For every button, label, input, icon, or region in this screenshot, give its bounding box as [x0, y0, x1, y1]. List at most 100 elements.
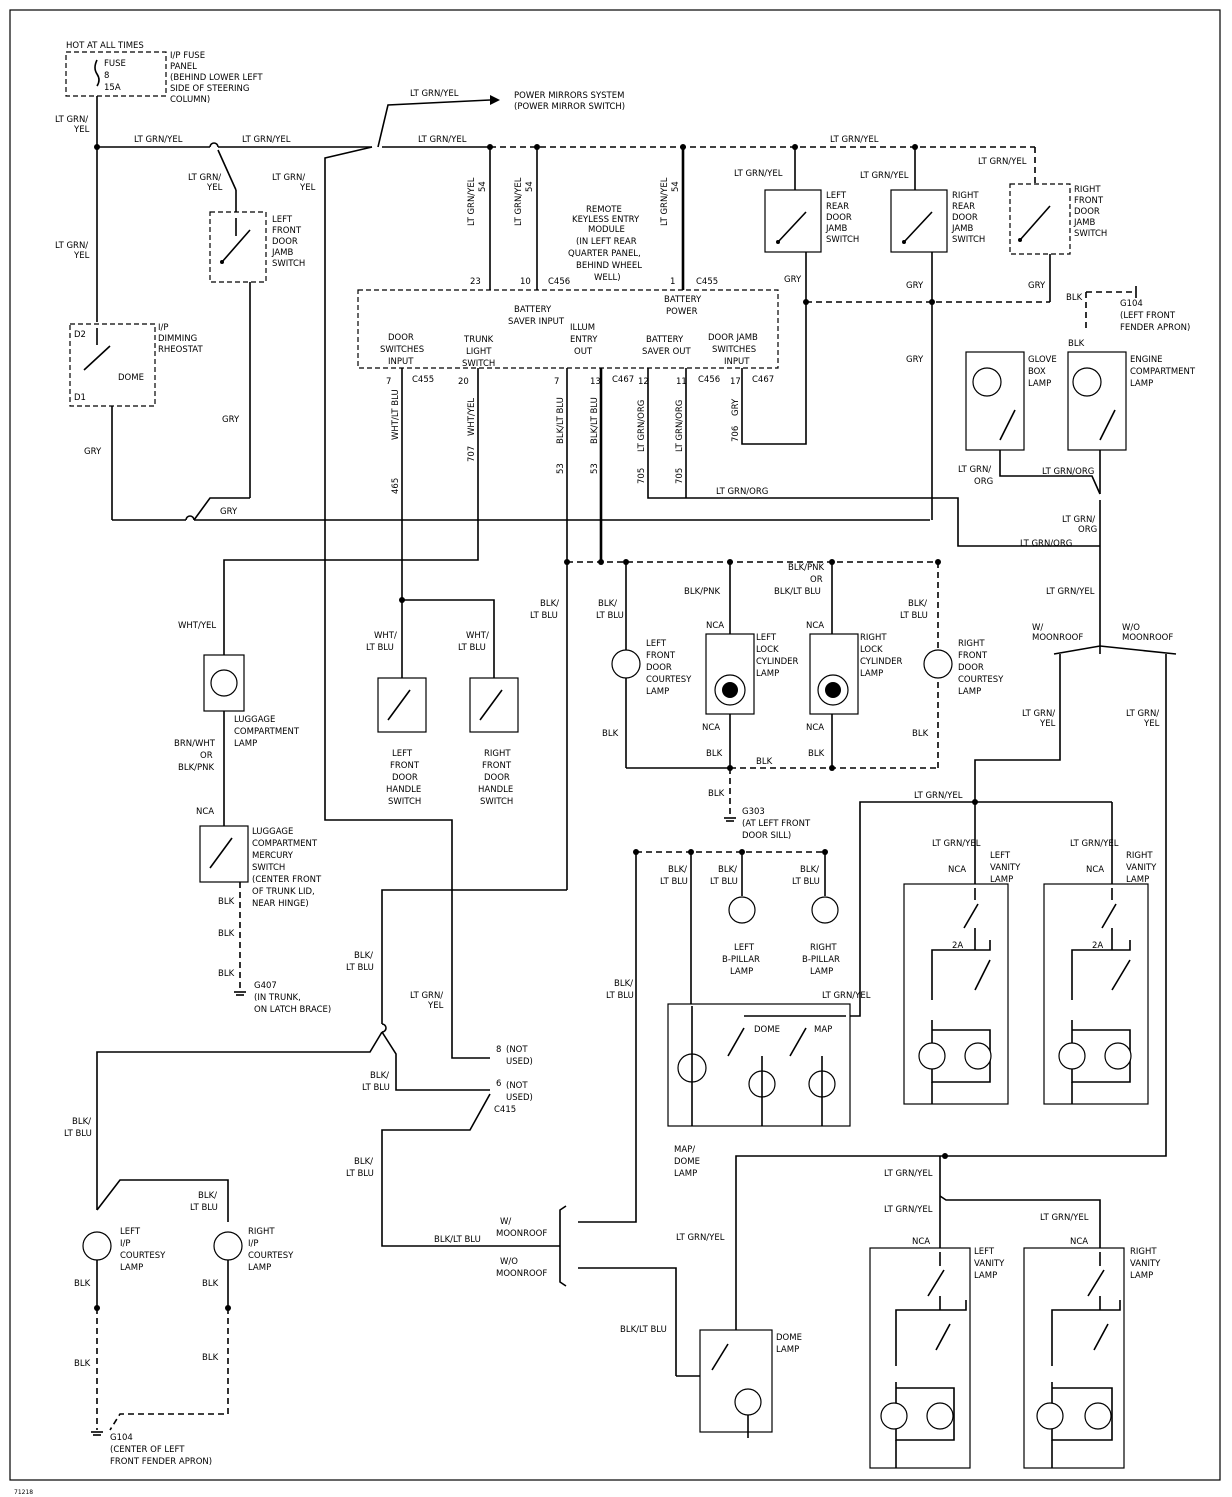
svg-text:LT BLU: LT BLU: [792, 877, 820, 887]
svg-text:LT GRN/: LT GRN/: [1126, 709, 1159, 719]
svg-text:7: 7: [386, 377, 391, 387]
svg-text:(NOT: (NOT: [506, 1081, 528, 1091]
svg-text:LT GRN/YEL: LT GRN/YEL: [467, 177, 477, 226]
svg-text:LT GRN/ORG: LT GRN/ORG: [1020, 539, 1072, 549]
svg-text:VANITY: VANITY: [974, 1259, 1005, 1269]
svg-text:DOME: DOME: [118, 373, 144, 383]
svg-text:RIGHT: RIGHT: [810, 943, 837, 953]
svg-text:DOOR: DOOR: [646, 663, 672, 673]
svg-text:BLK: BLK: [218, 897, 235, 907]
svg-text:LT GRN/ORG: LT GRN/ORG: [1042, 467, 1094, 477]
svg-text:LAMP: LAMP: [776, 1345, 799, 1355]
svg-text:W/: W/: [1032, 623, 1043, 633]
svg-text:FRONT: FRONT: [272, 226, 302, 236]
svg-text:COURTESY: COURTESY: [248, 1251, 294, 1261]
svg-text:LAMP: LAMP: [646, 687, 669, 697]
svg-text:YEL: YEL: [299, 183, 316, 193]
svg-text:BLK/LT BLU: BLK/LT BLU: [774, 587, 821, 597]
svg-text:FRONT: FRONT: [646, 651, 676, 661]
svg-text:LT GRN/YEL: LT GRN/YEL: [830, 135, 879, 145]
svg-text:NCA: NCA: [806, 723, 824, 733]
svg-text:WHT/: WHT/: [374, 631, 397, 641]
svg-text:54: 54: [478, 181, 488, 192]
svg-text:G407: G407: [254, 981, 277, 991]
svg-text:REAR: REAR: [826, 202, 849, 212]
svg-text:LT BLU: LT BLU: [190, 1203, 218, 1213]
svg-text:D1: D1: [74, 393, 86, 403]
svg-text:LUGGAGE: LUGGAGE: [234, 715, 275, 725]
svg-text:W/O: W/O: [500, 1257, 518, 1267]
svg-text:ILLUM: ILLUM: [570, 323, 595, 333]
svg-text:POWER MIRRORS SYSTEM: POWER MIRRORS SYSTEM: [514, 91, 624, 101]
svg-text:GRY: GRY: [220, 507, 238, 517]
svg-text:LT BLU: LT BLU: [64, 1129, 92, 1139]
svg-text:DOOR: DOOR: [826, 213, 852, 223]
left-front-door-jamb-switch: LT GRN/YEL LEFT FRONT DOOR JAMB SWITCH G…: [188, 149, 305, 498]
svg-text:LAMP: LAMP: [1028, 379, 1051, 389]
svg-text:BLK: BLK: [912, 729, 929, 739]
svg-text:DOME: DOME: [754, 1025, 780, 1035]
svg-text:YEL: YEL: [73, 251, 90, 261]
svg-text:SWITCHES: SWITCHES: [712, 345, 756, 355]
svg-text:TRUNK: TRUNK: [463, 335, 494, 345]
svg-text:BLK/PNK: BLK/PNK: [178, 763, 214, 773]
svg-text:LT GRN/YEL: LT GRN/YEL: [914, 791, 963, 801]
svg-text:LOCK: LOCK: [860, 645, 883, 655]
svg-text:C456: C456: [548, 277, 570, 287]
svg-text:LT GRN/YEL: LT GRN/YEL: [418, 135, 467, 145]
svg-text:(CENTER OF LEFT: (CENTER OF LEFT: [110, 1445, 185, 1455]
svg-text:LT GRN/YEL: LT GRN/YEL: [884, 1205, 933, 1215]
svg-text:RIGHT: RIGHT: [860, 633, 887, 643]
svg-text:DOOR: DOOR: [958, 663, 984, 673]
svg-text:QUARTER PANEL,: QUARTER PANEL,: [568, 249, 641, 259]
svg-text:USED): USED): [506, 1093, 533, 1103]
fuse-8: HOT AT ALL TIMES FUSE 8 15A I/P FUSE PAN…: [65, 41, 263, 105]
svg-text:COMPARTMENT: COMPARTMENT: [252, 839, 318, 849]
svg-text:LT GRN/: LT GRN/: [410, 991, 443, 1001]
svg-text:KEYLESS ENTRY: KEYLESS ENTRY: [572, 215, 640, 225]
svg-text:LT GRN/ORG: LT GRN/ORG: [716, 487, 768, 497]
svg-text:FENDER APRON): FENDER APRON): [1120, 323, 1190, 333]
svg-text:BLK/: BLK/: [908, 599, 927, 609]
crossover-wire: LT GRN/YEL LT GRN/YEL: [272, 146, 490, 1059]
svg-text:GRY: GRY: [784, 275, 802, 285]
svg-text:MOONROOF: MOONROOF: [496, 1229, 547, 1239]
svg-text:LT GRN/YEL: LT GRN/YEL: [734, 169, 783, 179]
svg-text:BOX: BOX: [1028, 367, 1046, 377]
svg-text:BLK: BLK: [756, 757, 773, 767]
svg-text:COMPARTMENT: COMPARTMENT: [234, 727, 300, 737]
svg-text:SWITCH: SWITCH: [480, 797, 513, 807]
svg-text:OUT: OUT: [574, 347, 593, 357]
svg-text:BLK: BLK: [202, 1279, 219, 1289]
svg-text:DIMMING: DIMMING: [158, 334, 197, 344]
svg-text:DOOR: DOOR: [272, 237, 298, 247]
footer-code: 71218: [14, 1489, 33, 1496]
svg-text:BLK/: BLK/: [72, 1117, 91, 1127]
svg-text:LIGHT: LIGHT: [466, 347, 492, 357]
svg-text:FRONT: FRONT: [958, 651, 988, 661]
svg-text:GRY: GRY: [731, 398, 741, 416]
svg-text:DOOR: DOOR: [1074, 207, 1100, 217]
svg-text:OF TRUNK LID,: OF TRUNK LID,: [252, 887, 315, 897]
svg-text:6: 6: [496, 1079, 501, 1089]
svg-text:BEHIND WHEEL: BEHIND WHEEL: [576, 261, 642, 271]
svg-text:LAMP: LAMP: [1130, 1271, 1153, 1281]
svg-text:LEFT: LEFT: [646, 639, 667, 649]
svg-text:I/P: I/P: [248, 1239, 259, 1249]
svg-text:COURTESY: COURTESY: [958, 675, 1004, 685]
svg-text:I/P: I/P: [120, 1239, 131, 1249]
svg-text:C456: C456: [698, 375, 720, 385]
svg-text:WHT/LT BLU: WHT/LT BLU: [391, 389, 401, 440]
svg-text:INPUT: INPUT: [388, 357, 414, 367]
svg-text:LAMP: LAMP: [730, 967, 753, 977]
svg-text:LT GRN/YEL: LT GRN/YEL: [1046, 587, 1095, 597]
svg-text:706: 706: [731, 426, 741, 442]
svg-text:LUGGAGE: LUGGAGE: [252, 827, 293, 837]
svg-text:(CENTER FRONT: (CENTER FRONT: [252, 875, 322, 885]
svg-text:LAMP: LAMP: [1130, 379, 1153, 389]
svg-text:W/O: W/O: [1122, 623, 1140, 633]
svg-text:BLK: BLK: [218, 969, 235, 979]
svg-text:RIGHT: RIGHT: [952, 191, 979, 201]
svg-text:I/P FUSE: I/P FUSE: [170, 51, 205, 61]
